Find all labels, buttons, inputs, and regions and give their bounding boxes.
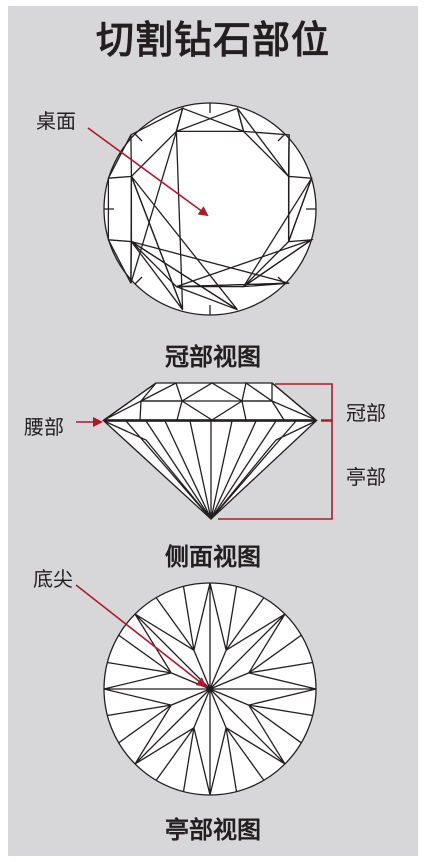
side-view-caption: 侧面视图: [165, 543, 261, 571]
page-title: 切割钻石部位: [95, 18, 330, 62]
crown-label: 冠部: [346, 401, 386, 425]
crown-view-caption: 冠部视图: [165, 343, 261, 371]
crown-bracket: [275, 383, 333, 421]
pavilion-label: 亭部: [346, 465, 386, 489]
pavilion-view-caption: 亭部视图: [165, 816, 261, 844]
girdle-label: 腰部: [24, 415, 64, 439]
pavilion-facet-lines: [103, 582, 317, 796]
side-view-brackets: [218, 383, 333, 520]
pavilion-view-diamond: [103, 582, 317, 796]
table-label: 桌面: [36, 109, 76, 133]
table-pointer-arrow: [87, 127, 209, 217]
culet-pointer-arrow: [75, 584, 207, 688]
crown-view-diamond: [103, 102, 317, 316]
culet-label: 底尖: [33, 567, 73, 591]
side-view-diamond: [101, 381, 318, 520]
pavilion-bracket: [218, 420, 333, 520]
